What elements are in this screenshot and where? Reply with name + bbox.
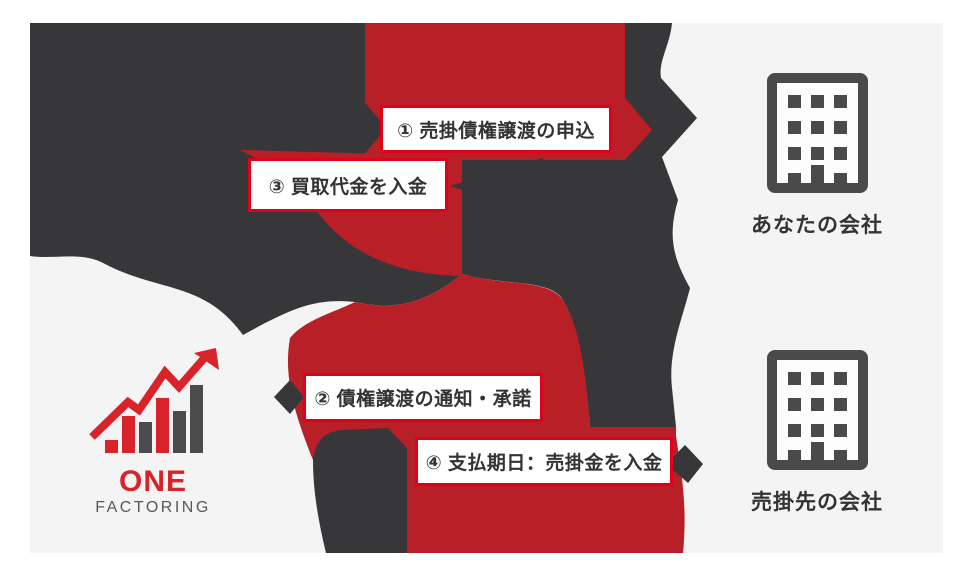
building-icon [766,73,868,193]
building-door [810,165,824,189]
step-label-4: ④ 支払期日：売掛金を入金 [415,437,673,486]
company-your: あなたの会社 [737,73,897,239]
dark-column-bottom [313,428,407,553]
dark-diamond-step4 [666,445,703,483]
one-factoring-logo: ONE FACTORING [86,348,220,517]
logo-bar-chart-icon [89,348,219,453]
building-door [810,442,824,466]
step-label-2: ② 債権譲渡の通知・承諾 [303,373,543,422]
building-icon [766,350,868,470]
company-your-label: あなたの会社 [751,214,883,237]
logo-title: ONE [118,465,187,498]
step-label-3: ③ 買取代金を入金 [248,158,448,212]
step-label-1: ① 売掛債権譲渡の申込 [380,105,612,153]
rising-arrow-icon [89,348,219,440]
dark-chevron-step3 [450,158,543,214]
dark-chevron-step1 [365,103,387,153]
company-client: 売掛先の会社 [737,350,897,516]
logo-subtitle: FACTORING [95,499,211,516]
company-client-label: 売掛先の会社 [751,491,883,514]
dark-diamond-step2 [274,380,304,414]
